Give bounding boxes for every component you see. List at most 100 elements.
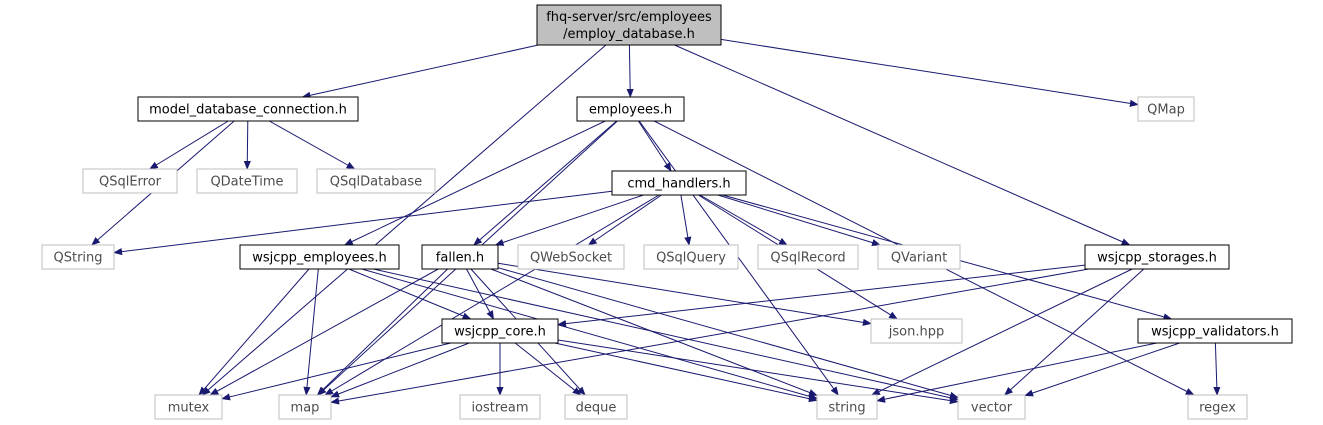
node-box-wsjcpp_storages bbox=[1084, 244, 1230, 270]
edge-fallen-to-map bbox=[316, 268, 448, 396]
edge-wsjcpp_employees-to-map bbox=[303, 268, 319, 396]
edge-employees-to-cmd_handlers bbox=[637, 120, 672, 172]
edge-employees-to-fallen bbox=[473, 120, 618, 246]
node-label-fallen: fallen.h bbox=[436, 251, 484, 266]
node-box-mutex bbox=[154, 394, 223, 420]
node-label-wsjcpp_storages: wsjcpp_storages.h bbox=[1097, 251, 1217, 266]
node-box-map bbox=[278, 394, 332, 420]
node-employees[interactable]: employees.h bbox=[576, 96, 685, 122]
node-label-wsjcpp_core: wsjcpp_core.h bbox=[454, 325, 546, 340]
node-root[interactable]: fhq-server/src/employees/employ_database… bbox=[536, 4, 722, 46]
edge-wsjcpp_validators-to-string bbox=[876, 342, 1158, 403]
node-box-string bbox=[816, 394, 878, 420]
node-box-qstring bbox=[41, 244, 115, 270]
edge-wsjcpp_employees-to-string bbox=[361, 268, 818, 400]
node-label-root: fhq-server/src/employees bbox=[546, 10, 712, 25]
node-box-wsjcpp_validators bbox=[1137, 318, 1293, 344]
node-box-wsjcpp_employees bbox=[239, 244, 400, 270]
node-box-fallen bbox=[421, 244, 499, 270]
node-label-wsjcpp_employees: wsjcpp_employees.h bbox=[252, 251, 386, 266]
edge-wsjcpp_employees-to-vector bbox=[373, 268, 959, 402]
node-iostream: iostream bbox=[459, 394, 541, 420]
node-json: json.hpp bbox=[870, 318, 963, 344]
node-label-cmd_handlers: cmd_handlers.h bbox=[627, 177, 730, 192]
node-qsqlrecord: QSqlRecord bbox=[757, 244, 859, 270]
node-qsqldatabase: QSqlDatabase bbox=[316, 168, 436, 194]
node-box-json bbox=[870, 318, 963, 344]
edges-layer bbox=[91, 38, 1221, 405]
node-box-qmap bbox=[1137, 96, 1195, 122]
node-qsqlerror: QSqlError bbox=[82, 168, 178, 194]
edge-employees-to-wsjcpp_employees bbox=[343, 120, 606, 246]
node-label-employees: employees.h bbox=[589, 103, 672, 118]
node-wsjcpp_storages[interactable]: wsjcpp_storages.h bbox=[1084, 244, 1230, 270]
edge-wsjcpp_storages-to-map bbox=[330, 268, 1089, 405]
edge-cmd_handlers-to-qvariant bbox=[717, 194, 881, 247]
edge-wsjcpp_storages-to-string bbox=[870, 268, 1133, 396]
node-box-qsqlrecord bbox=[757, 244, 859, 270]
edge-wsjcpp_core-to-string bbox=[554, 342, 818, 403]
node-label-qstring: QString bbox=[53, 251, 102, 266]
node-box-employees bbox=[576, 96, 685, 122]
node-box-qsqldatabase bbox=[316, 168, 436, 194]
edge-root-to-wsjcpp_storages bbox=[674, 44, 1131, 246]
node-qsqlquery: QSqlQuery bbox=[643, 244, 739, 270]
node-label-qwebsocket: QWebSocket bbox=[530, 251, 612, 266]
node-label-root: /employ_database.h bbox=[563, 27, 695, 42]
node-box-root bbox=[536, 4, 722, 46]
edge-cmd_handlers-to-qstring bbox=[113, 190, 613, 256]
node-box-qvariant bbox=[877, 244, 961, 270]
node-label-qmap: QMap bbox=[1147, 103, 1185, 118]
edge-wsjcpp_validators-to-regex bbox=[1213, 342, 1221, 396]
edge-root-to-employees bbox=[626, 44, 634, 98]
edge-wsjcpp_core-to-vector bbox=[557, 339, 959, 405]
node-qstring: QString bbox=[41, 244, 115, 270]
node-qmap: QMap bbox=[1137, 96, 1195, 122]
edge-fallen-to-string bbox=[490, 268, 818, 396]
edge-root-to-mutex bbox=[201, 44, 607, 396]
node-label-qsqlrecord: QSqlRecord bbox=[770, 251, 845, 266]
node-label-qsqlquery: QSqlQuery bbox=[656, 251, 726, 266]
node-qwebsocket: QWebSocket bbox=[517, 244, 625, 270]
edge-cmd_handlers-to-fallen bbox=[494, 194, 644, 246]
node-label-wsjcpp_validators: wsjcpp_validators.h bbox=[1151, 325, 1279, 340]
edge-wsjcpp_core-to-map bbox=[330, 342, 470, 398]
edge-wsjcpp_employees-to-mutex bbox=[198, 268, 310, 396]
node-label-qvariant: QVariant bbox=[891, 251, 947, 266]
node-wsjcpp_employees[interactable]: wsjcpp_employees.h bbox=[239, 244, 400, 270]
node-label-deque: deque bbox=[576, 401, 617, 416]
node-label-qsqldatabase: QSqlDatabase bbox=[330, 175, 422, 190]
edge-wsjcpp_storages-to-wsjcpp_core bbox=[557, 264, 1086, 328]
edge-fallen-to-mutex bbox=[209, 268, 439, 396]
node-fallen[interactable]: fallen.h bbox=[421, 244, 499, 270]
edge-model_db-to-qdatetime bbox=[243, 120, 251, 170]
node-box-qsqlerror bbox=[82, 168, 178, 194]
node-box-wsjcpp_core bbox=[441, 318, 559, 344]
node-label-json: json.hpp bbox=[888, 325, 944, 340]
node-wsjcpp_validators[interactable]: wsjcpp_validators.h bbox=[1137, 318, 1293, 344]
edge-cmd_handlers-to-qsqlquery bbox=[680, 194, 692, 246]
node-box-regex bbox=[1187, 394, 1248, 420]
edge-model_db-to-qsqldatabase bbox=[269, 120, 356, 170]
node-wsjcpp_core[interactable]: wsjcpp_core.h bbox=[441, 318, 559, 344]
node-label-regex: regex bbox=[1199, 401, 1236, 416]
node-string: string bbox=[816, 394, 878, 420]
node-label-string: string bbox=[828, 401, 865, 416]
node-model_db[interactable]: model_database_connection.h bbox=[137, 96, 359, 122]
node-box-cmd_handlers bbox=[611, 170, 747, 196]
edge-fallen-to-wsjcpp_core bbox=[466, 268, 494, 320]
edge-wsjcpp_validators-to-vector bbox=[1024, 342, 1180, 397]
node-label-mutex: mutex bbox=[168, 401, 210, 416]
edge-wsjcpp_core-to-deque bbox=[514, 342, 582, 396]
node-cmd_handlers[interactable]: cmd_handlers.h bbox=[611, 170, 747, 196]
edge-cmd_handlers-to-qwebsocket bbox=[587, 194, 662, 246]
node-box-iostream bbox=[459, 394, 541, 420]
node-label-qsqlerror: QSqlError bbox=[99, 175, 162, 190]
node-map: map bbox=[278, 394, 332, 420]
node-vector: vector bbox=[957, 394, 1026, 420]
node-label-model_db: model_database_connection.h bbox=[149, 103, 347, 118]
node-qvariant: QVariant bbox=[877, 244, 961, 270]
node-label-qdatetime: QDateTime bbox=[210, 175, 283, 190]
node-regex: regex bbox=[1187, 394, 1248, 420]
edge-employees-to-string bbox=[638, 120, 839, 396]
